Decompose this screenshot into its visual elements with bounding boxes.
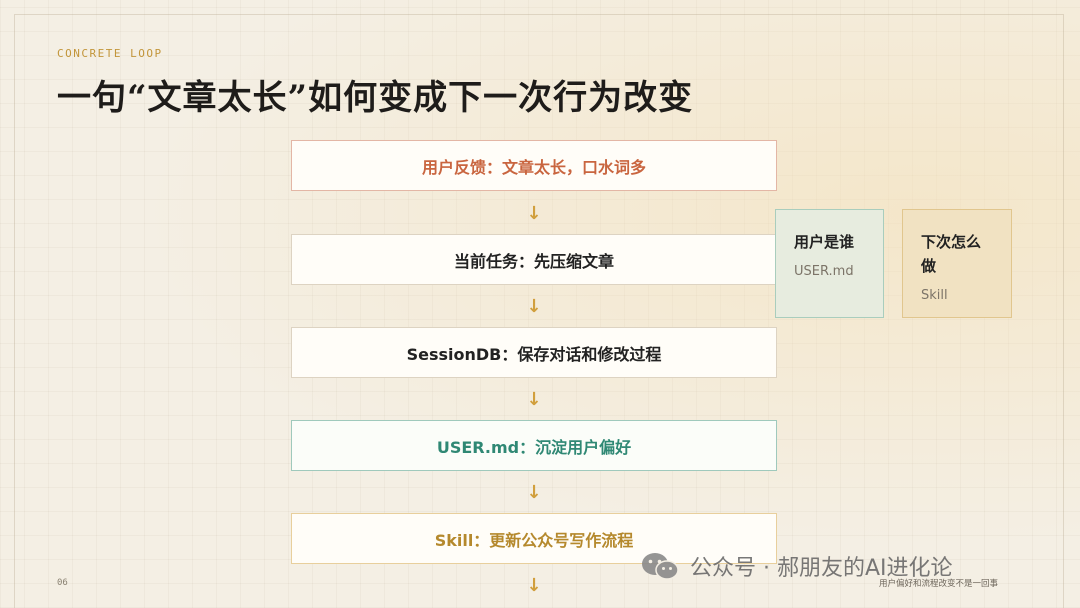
step-sessiondb: SessionDB：保存对话和修改过程 (291, 327, 777, 378)
step-user-md: USER.md：沉淀用户偏好 (291, 420, 777, 471)
down-arrow-icon: ↓ (526, 389, 542, 410)
card-subtitle: USER.md (794, 264, 854, 279)
footnote: 用户偏好和流程改变不是一回事 (879, 579, 999, 589)
step-user-feedback: 用户反馈：文章太长，口水词多 (291, 140, 777, 191)
watermark: 公众号 · 郝朋友的AI进化论 (640, 549, 953, 583)
eyebrow-label: CONCRETE LOOP (57, 47, 163, 60)
card-title: 用户是谁 (794, 233, 855, 251)
page-number: 06 (57, 578, 68, 588)
slide-frame (14, 14, 1064, 608)
down-arrow-icon: ↓ (526, 203, 542, 224)
card-next-time: 下次怎么做 Skill (902, 209, 1012, 318)
step-skill: Skill：更新公众号写作流程 (291, 513, 777, 564)
wechat-icon (642, 553, 679, 580)
card-who-is-user: 用户是谁 USER.md (775, 209, 884, 318)
slide-title: 一句“文章太长”如何变成下一次行为改变 (57, 78, 694, 118)
card-title: 下次怎么做 (921, 233, 982, 275)
down-arrow-icon: ↓ (526, 482, 542, 503)
watermark-text: 公众号 · 郝朋友的AI进化论 (690, 556, 953, 581)
down-arrow-icon: ↓ (526, 575, 542, 596)
card-subtitle: Skill (921, 288, 948, 303)
down-arrow-icon: ↓ (526, 296, 542, 317)
step-current-task: 当前任务：先压缩文章 (291, 234, 777, 285)
